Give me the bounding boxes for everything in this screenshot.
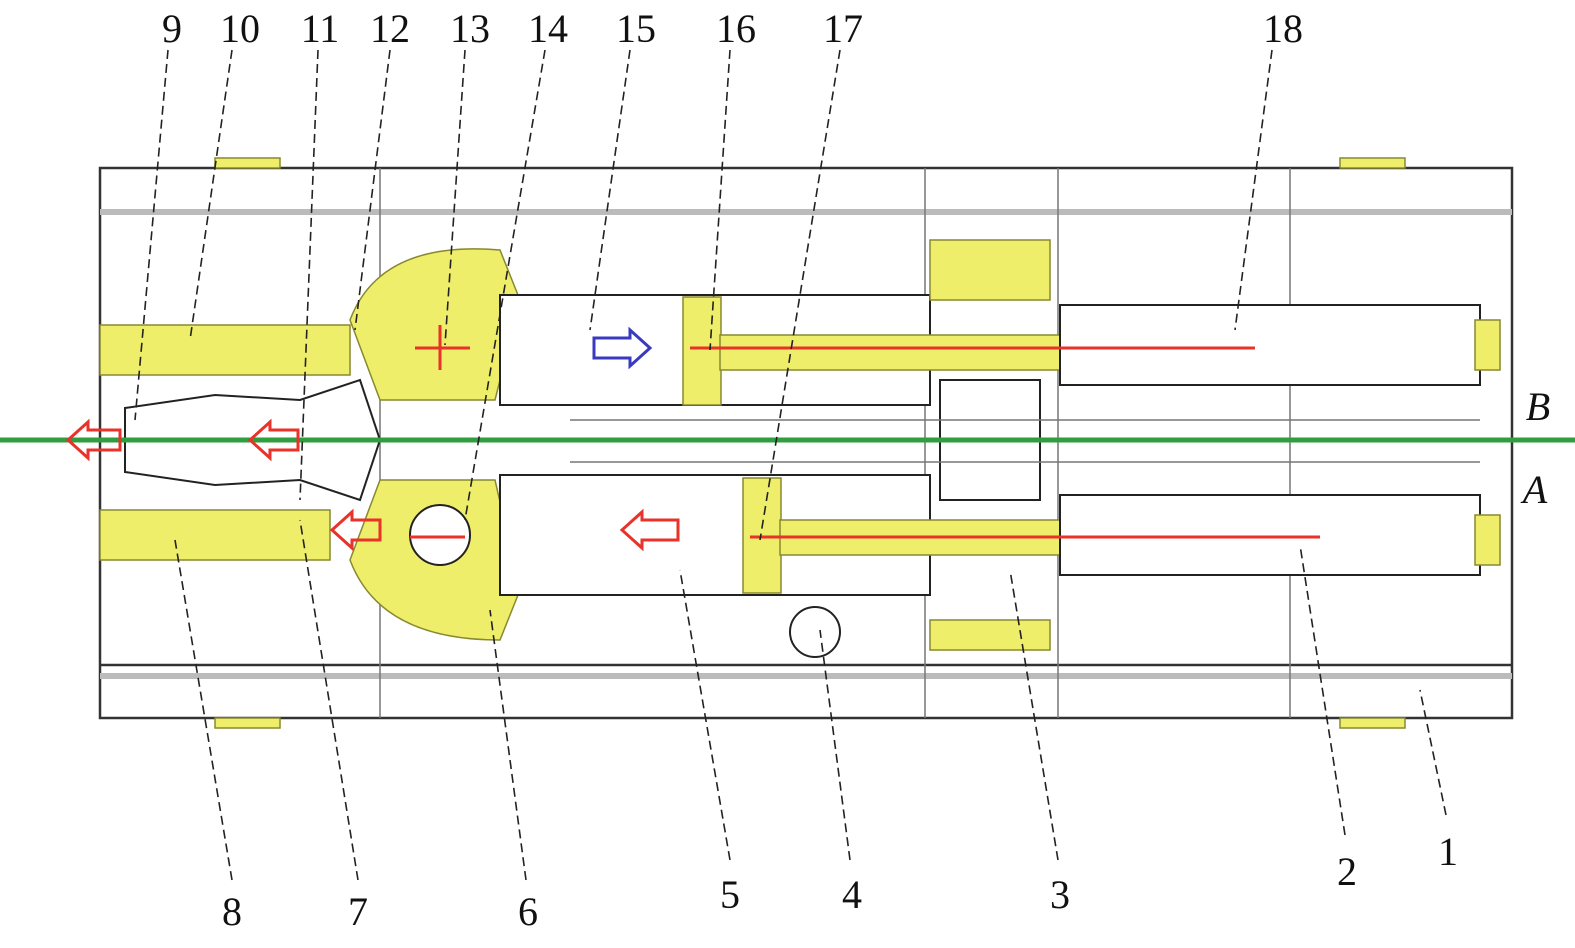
label-3: 3	[1050, 872, 1070, 917]
label-15: 15	[616, 6, 656, 51]
label-14: 14	[528, 6, 568, 51]
label-9: 9	[162, 6, 182, 51]
part-labels: 9 10 11 12 13 14 15 16 17 18 8 7 6 5 4 3…	[162, 6, 1550, 934]
label-10: 10	[220, 6, 260, 51]
label-16: 16	[716, 6, 756, 51]
label-7: 7	[348, 889, 368, 934]
arrow-left-icon	[329, 508, 382, 552]
label-12: 12	[370, 6, 410, 51]
leader-lines	[134, 49, 1447, 881]
arrow-right-icon	[592, 326, 653, 370]
label-5: 5	[720, 872, 740, 917]
label-4: 4	[842, 872, 862, 917]
axis-label-b: B	[1526, 384, 1550, 429]
label-18: 18	[1263, 6, 1303, 51]
label-13: 13	[450, 6, 490, 51]
arrow-left-icon	[619, 508, 680, 552]
axis-label-a: A	[1520, 467, 1548, 512]
label-1: 1	[1438, 829, 1458, 874]
clamp-jaws	[99, 248, 521, 641]
label-8: 8	[222, 889, 242, 934]
label-6: 6	[518, 889, 538, 934]
center-lines	[410, 325, 1320, 539]
arrow-left-icon	[65, 418, 122, 462]
label-17: 17	[823, 6, 863, 51]
label-2: 2	[1337, 849, 1357, 894]
cylinders	[409, 239, 1501, 658]
arrow-left-icon	[247, 418, 300, 462]
machine-frame	[98, 157, 1514, 729]
label-11: 11	[301, 6, 340, 51]
motion-arrows	[65, 326, 680, 552]
